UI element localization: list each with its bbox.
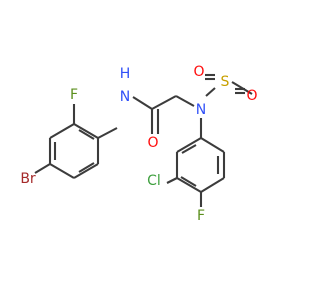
atom-label-chlorine: Cl [147,173,161,189]
atom-labels: Br F N H O N S O O Cl F [20,64,257,224]
atom-label-fluorine-2: F [197,208,205,224]
bond [132,96,153,110]
atom-label-hydrogen: H [120,66,131,82]
bond [166,177,178,184]
atom-label-sulfur: S [221,74,230,90]
bond [200,177,225,193]
bond [73,123,99,139]
bond [73,163,99,179]
atom-label-carbonyl-oxygen: O [147,135,158,151]
bond [78,162,95,173]
atom-label-fluorine: F [70,87,78,103]
bond [49,123,75,139]
bond [176,177,202,193]
bond [78,129,95,140]
bond [181,144,197,154]
bond [175,95,195,107]
bond [176,137,202,153]
bond [205,87,216,97]
bond [97,127,118,139]
bond [151,95,177,110]
bond [180,176,197,187]
atom-label-sulfonyl-oxygen-top: O [193,64,204,80]
atom-label-amide-nitrogen: N [120,89,130,105]
molecule-structure: Br F N H O N S O O Cl F [20,64,257,224]
bond [34,163,51,174]
atom-label-sulfonamide-nitrogen: N [196,102,206,118]
bonds [34,73,253,207]
bond [200,137,225,153]
atom-label-bromine: Br [20,171,36,187]
bond [49,163,75,179]
atom-label-sulfonyl-oxygen-right: O [246,88,257,104]
